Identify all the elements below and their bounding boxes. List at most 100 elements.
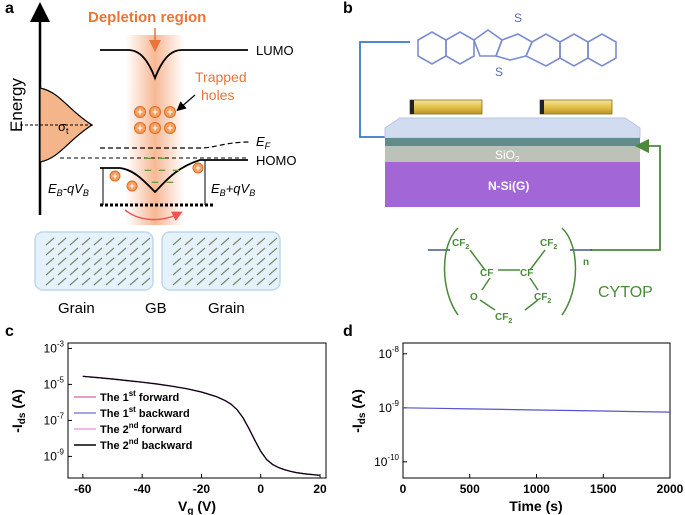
lumo-label: LUMO [256, 43, 294, 58]
semiconductor-film [384, 117, 641, 139]
grain-molecule [93, 247, 103, 256]
x-axis-label: Time (s) [509, 498, 562, 514]
grain-molecule [45, 277, 55, 286]
x-tick-label: 1500 [590, 482, 617, 496]
grain-molecule [220, 277, 230, 286]
grain-molecule [117, 267, 127, 276]
grain-molecule [232, 237, 242, 246]
grain-molecule [93, 277, 103, 286]
ef-label: EF [256, 134, 271, 151]
grain-molecule [232, 257, 242, 266]
grain-molecule [244, 247, 254, 256]
grain-molecule [57, 237, 67, 246]
x-tick-label: -20 [193, 482, 211, 496]
grain-molecule [208, 267, 218, 276]
svg-text:–: – [166, 174, 173, 189]
grain-molecule [208, 237, 218, 246]
panel-d-label: d [343, 323, 353, 340]
grain-molecule [244, 277, 254, 286]
grain-molecule [184, 257, 194, 266]
y-axis-label: -Ids (A) [9, 389, 28, 433]
energy-axis-label: Energy [7, 78, 26, 132]
svg-text:+: + [167, 124, 173, 135]
cytop-structure [428, 227, 592, 316]
grain-molecule [208, 277, 218, 286]
cytop-label: CYTOP [598, 284, 653, 301]
grain-molecule [105, 267, 115, 276]
grain-molecule [232, 247, 242, 256]
grain-molecule [57, 247, 67, 256]
y-tick-label: 10-9 [379, 399, 400, 415]
grain-molecule [69, 277, 79, 286]
grain-molecule [141, 257, 151, 266]
panel-b-label: b [343, 0, 353, 17]
grain-molecule [81, 237, 91, 246]
grain-molecule [105, 237, 115, 246]
grain-molecule [69, 267, 79, 276]
eb-plus-label: EB+qVB [211, 181, 255, 198]
sio2-label: SiO2 [495, 148, 520, 164]
svg-text:CF2: CF2 [540, 238, 557, 251]
grain-molecule [208, 257, 218, 266]
homo-band [100, 159, 248, 194]
lumo-band [100, 49, 248, 81]
svg-text:–: – [158, 162, 165, 177]
svg-text:O: O [470, 292, 478, 303]
grain-molecule [141, 277, 151, 286]
grain-molecule [129, 257, 139, 266]
svg-text:+: + [152, 108, 158, 119]
grain-molecule [244, 237, 254, 246]
panel-b-diagram: S S SiO2 N-Si(G) CF2 CF2 CF CF O CF2 CF2… [359, 11, 661, 325]
grain-molecule [105, 247, 115, 256]
trapped-holes [134, 106, 176, 134]
grain-molecule [172, 247, 182, 256]
homo-label: HOMO [256, 153, 296, 168]
fermi-level-line [100, 141, 251, 149]
grain-molecule [268, 257, 278, 266]
grain-molecule [256, 277, 266, 286]
grain-molecule [129, 267, 139, 276]
grain-molecule [256, 267, 266, 276]
grain-molecule [196, 247, 206, 256]
grain-molecule [232, 267, 242, 276]
grain-molecule [117, 257, 127, 266]
grain-left-box [34, 231, 154, 291]
sulfur-top: S [514, 11, 522, 25]
grain-molecule [117, 247, 127, 256]
svg-text:–: – [172, 162, 179, 177]
grain-molecule [268, 247, 278, 256]
cytop-layer [385, 138, 640, 146]
svg-text:CF: CF [520, 268, 533, 279]
sigma-label: σt [58, 119, 69, 136]
grain-molecule [232, 277, 242, 286]
grain-molecule [81, 257, 91, 266]
grain-molecule [220, 257, 230, 266]
grain-molecule [129, 277, 139, 286]
svg-text:+: + [129, 181, 134, 191]
drain-electrode [539, 99, 613, 115]
panel-a-label: a [5, 0, 14, 17]
svg-text:–: – [144, 150, 151, 165]
nsi-gate-layer [385, 162, 640, 207]
y-tick-label: 10-3 [44, 339, 65, 355]
grain-molecule [57, 277, 67, 286]
svg-text:n: n [583, 257, 589, 268]
sio2-layer [385, 146, 640, 162]
grain-molecule [268, 237, 278, 246]
svg-text:CF2: CF2 [495, 312, 512, 325]
grain-molecule [93, 257, 103, 266]
grain-molecule [57, 257, 67, 266]
x-tick-label: 1000 [523, 482, 550, 496]
grain-molecule [129, 237, 139, 246]
grain-molecule [105, 277, 115, 286]
grain-molecule [69, 247, 79, 256]
grain-molecule [81, 277, 91, 286]
svg-text:holes: holes [201, 87, 234, 103]
svg-text:+: + [152, 124, 158, 135]
cytop-connector-arrow [590, 138, 661, 251]
nsi-label: N-Si(G) [488, 179, 529, 193]
x-tick-label: 2000 [657, 482, 684, 496]
x-tick-label: 0 [400, 482, 407, 496]
svg-text:–: – [158, 150, 165, 165]
